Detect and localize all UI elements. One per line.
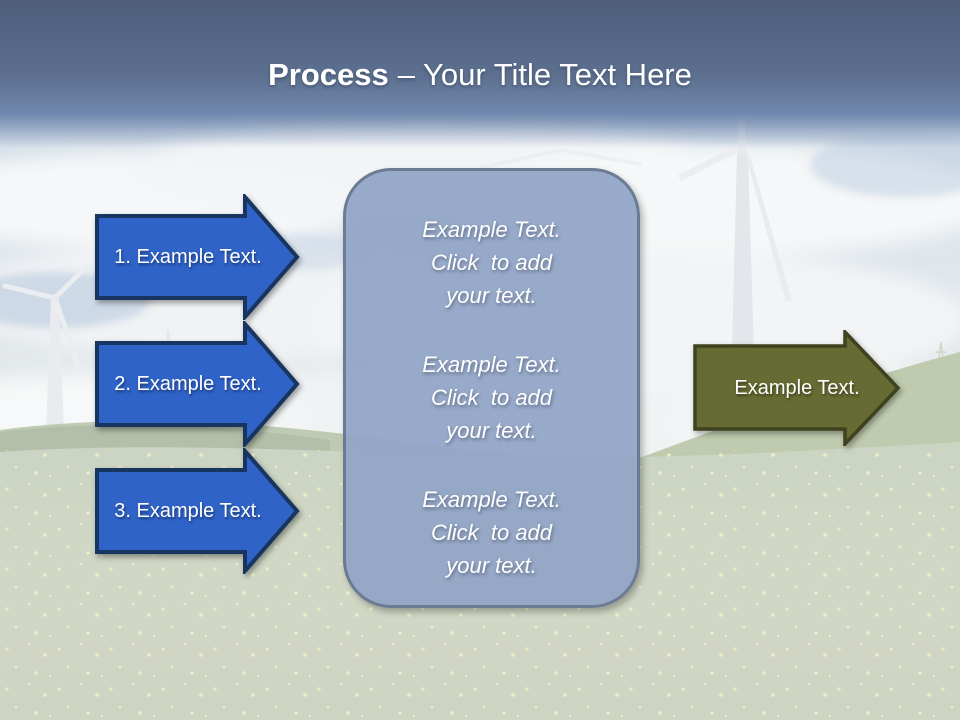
slide-title[interactable]: Process– Your Title Text Here — [0, 56, 960, 94]
panel-text-block-1[interactable]: Example Text. Click to add your text. — [422, 217, 561, 308]
right-arrow-shape — [95, 194, 300, 320]
output-arrow-label: Example Text. — [734, 376, 860, 399]
center-text-panel[interactable]: Example Text. Click to add your text. Ex… — [343, 168, 640, 608]
wind-turbine-left — [2, 262, 91, 433]
title-banner — [0, 0, 960, 148]
right-arrow-shape — [95, 321, 300, 447]
step-label: 3. Example Text. — [114, 499, 262, 522]
process-step-arrow-3[interactable]: 3. Example Text. — [94, 448, 300, 574]
slide-title-rest: – Your Title Text Here — [397, 57, 692, 92]
step-label: 1. Example Text. — [114, 245, 262, 268]
panel-text-block-3[interactable]: Example Text. Click to add your text. — [422, 487, 561, 578]
wind-turbine-distant-blades — [478, 148, 642, 170]
right-arrow-shape — [95, 448, 300, 574]
process-step-arrow-1[interactable]: 1. Example Text. — [94, 194, 300, 320]
right-arrow-shape — [693, 330, 901, 446]
step-label: 2. Example Text. — [114, 372, 262, 395]
slide-title-emphasis: Process — [268, 57, 389, 92]
process-step-arrow-2[interactable]: 2. Example Text. — [94, 321, 300, 447]
blue-sky-patches — [0, 133, 960, 328]
panel-text-block-2[interactable]: Example Text. Click to add your text. — [422, 352, 561, 443]
output-arrow[interactable]: Example Text. — [693, 330, 901, 446]
